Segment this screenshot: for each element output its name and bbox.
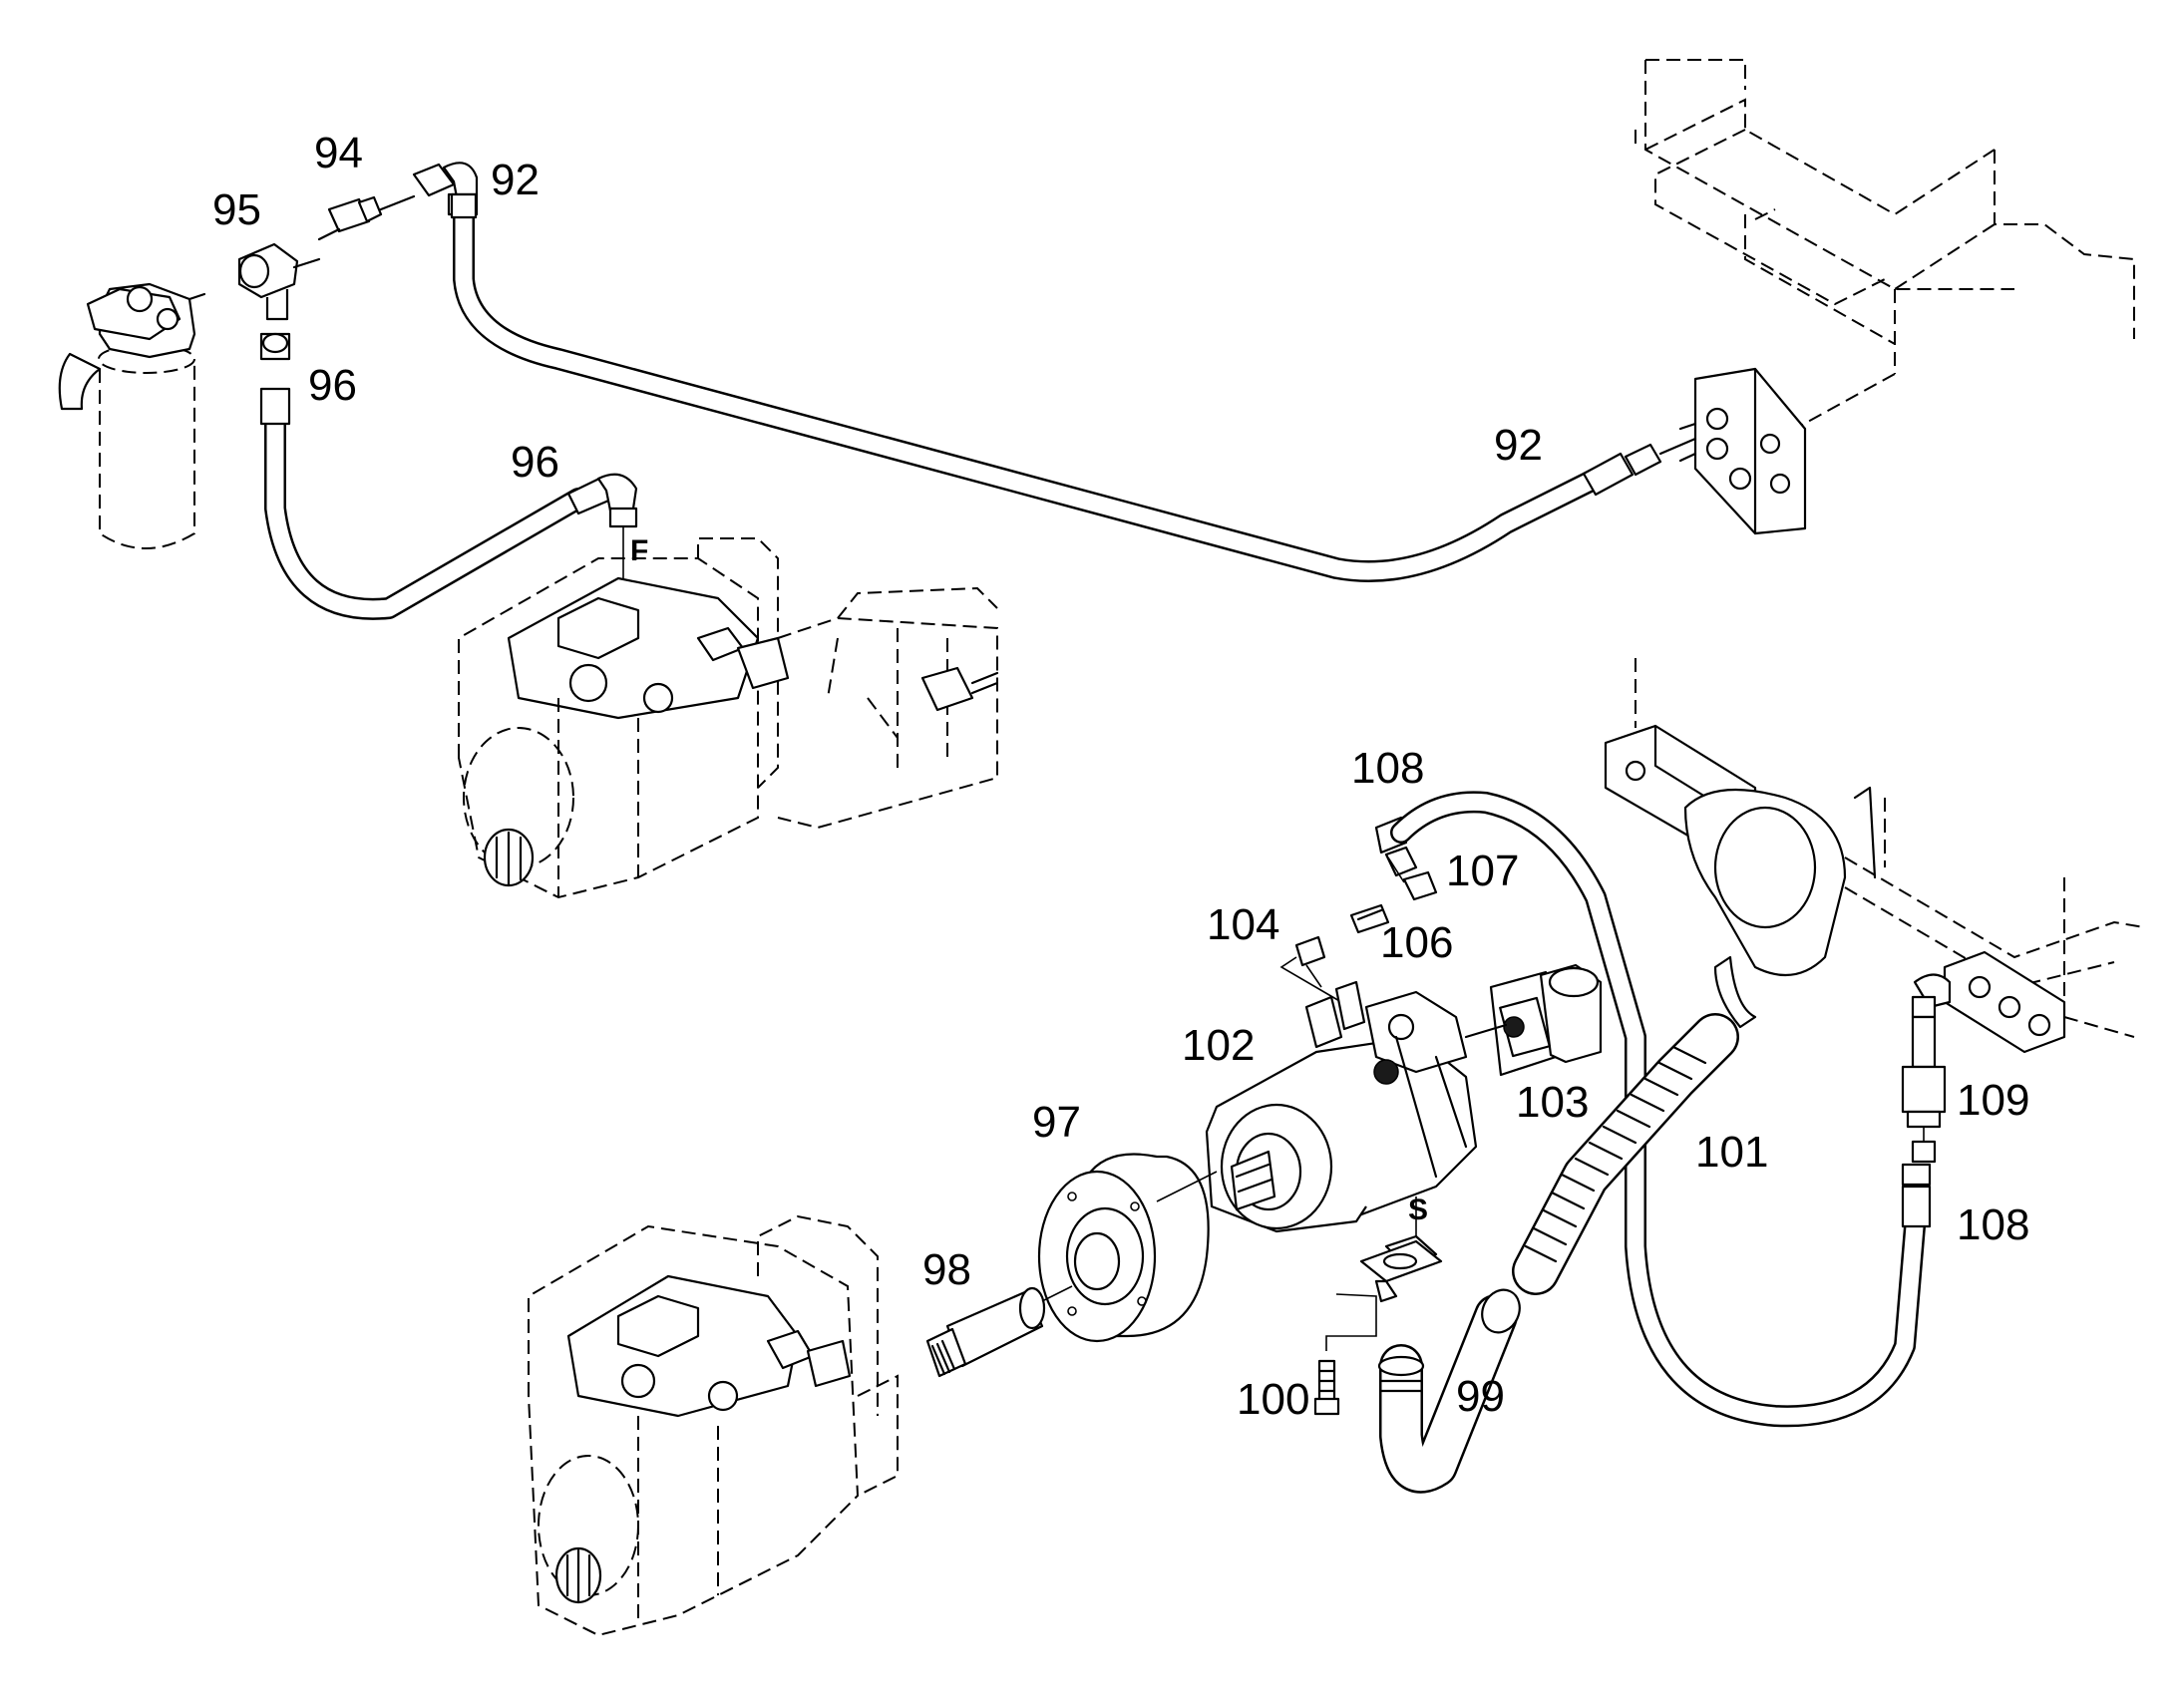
callout-labels: 92 92 94 95 96 96 97 98 99 100 101 102 1… — [212, 129, 2029, 1424]
callout-101: 101 — [1695, 1128, 1768, 1177]
callout-108-upper: 108 — [1351, 744, 1424, 793]
coupling-97 — [1037, 1153, 1218, 1343]
pump-103 — [1464, 963, 1603, 1077]
motor-102 — [1205, 980, 1478, 1236]
callout-96-lower: 96 — [511, 438, 559, 487]
callout-108-lower: 108 — [1957, 1200, 2029, 1249]
callout-94: 94 — [314, 129, 363, 177]
port-label-f: F — [630, 534, 648, 567]
fitting-104 — [1279, 935, 1342, 1003]
bolt-100 — [1313, 1359, 1340, 1416]
fitting-94-nipple — [317, 194, 416, 241]
hose-108 — [1374, 791, 1932, 1428]
callout-100: 100 — [1237, 1375, 1309, 1424]
frame-top-right — [1635, 59, 2135, 430]
callout-98: 98 — [922, 1245, 971, 1294]
callout-109: 109 — [1957, 1076, 2029, 1125]
motor-mount-right — [1604, 658, 2145, 1029]
fitting-block-right — [1911, 877, 2135, 1054]
fitting-109 — [1901, 1015, 1947, 1164]
callout-103: 103 — [1516, 1078, 1589, 1127]
callout-99: 99 — [1456, 1372, 1505, 1421]
port-label-s: S — [1408, 1194, 1428, 1226]
callout-96-upper: 96 — [308, 361, 357, 410]
hydraulic-pump-lower — [528, 1214, 899, 1637]
port-labels: F S — [630, 534, 1428, 1226]
callout-106: 106 — [1380, 918, 1453, 967]
callout-95: 95 — [212, 185, 261, 234]
fitting-107 — [1384, 846, 1438, 901]
callout-102: 102 — [1182, 1021, 1255, 1070]
callout-92-upper: 92 — [491, 156, 540, 204]
callout-107: 107 — [1446, 847, 1519, 895]
fitting-106 — [1349, 903, 1390, 934]
tube-99 — [1377, 1288, 1521, 1494]
hose-101 — [1512, 1013, 1739, 1295]
fitting-95-tee — [237, 242, 321, 321]
oil-filter — [58, 282, 206, 549]
hose-96 — [259, 332, 638, 620]
callout-92-lower: 92 — [1494, 421, 1543, 470]
hose-92 — [450, 192, 1697, 582]
flange-s — [1325, 1234, 1443, 1351]
shaft-98 — [925, 1285, 1073, 1378]
callout-104: 104 — [1207, 900, 1279, 949]
hydraulic-pump-upper — [458, 537, 999, 899]
manifold-block-upper — [1678, 367, 1807, 535]
callout-97: 97 — [1032, 1098, 1081, 1147]
